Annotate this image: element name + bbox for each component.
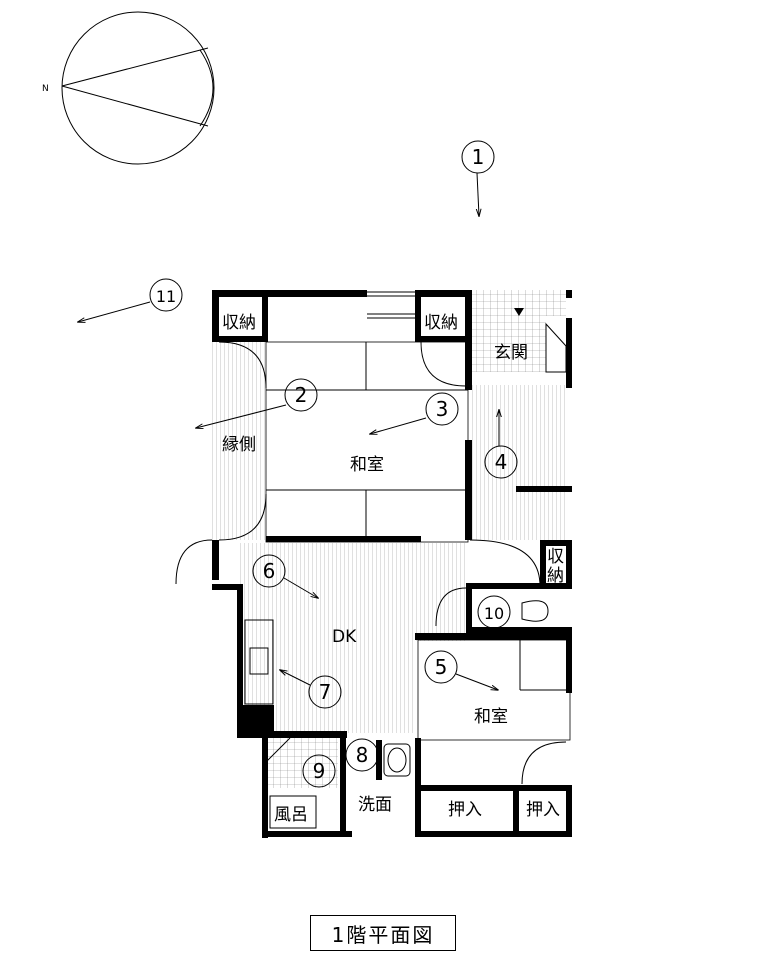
marker-3: 3 [436,397,449,421]
compass: N [42,11,215,165]
marker-8: 8 [356,743,369,767]
walls [212,290,572,838]
label-washroom: 洗面 [358,795,392,815]
north-label: N [42,84,49,94]
marker-6: 6 [263,559,276,583]
label-storage-side-2: 納 [547,566,564,586]
marker-2: 2 [295,383,308,407]
label-bath: 風呂 [274,805,308,825]
label-entrance: 玄関 [494,343,528,363]
label-engawa: 縁側 [222,435,256,455]
marker-4: 4 [495,450,508,474]
fixtures [175,291,567,829]
marker-9: 9 [313,759,326,783]
view-markers: 1 2 3 4 5 6 7 8 9 10 11 [78,140,518,788]
label-washitsu-small: 和室 [474,707,508,727]
plan-title: 1階平面図 [310,915,456,951]
label-closet-2: 押入 [526,800,560,820]
label-dk: DK [332,627,357,647]
label-storage-center: 収納 [424,313,458,333]
label-storage-side-1: 収 [547,547,564,567]
marker-7: 7 [319,680,332,704]
marker-5: 5 [435,655,448,679]
label-storage-left: 収納 [222,313,256,333]
label-closet-1: 押入 [448,800,482,820]
label-washitsu-main: 和室 [350,455,384,475]
floor-fills [212,290,571,788]
marker-1: 1 [472,145,485,169]
marker-10: 10 [484,604,504,623]
marker-11: 11 [156,287,176,306]
room-labels: 収納 収納 玄関 縁側 和室 収 納 DK 和室 風呂 洗面 押入 押入 [222,313,564,825]
